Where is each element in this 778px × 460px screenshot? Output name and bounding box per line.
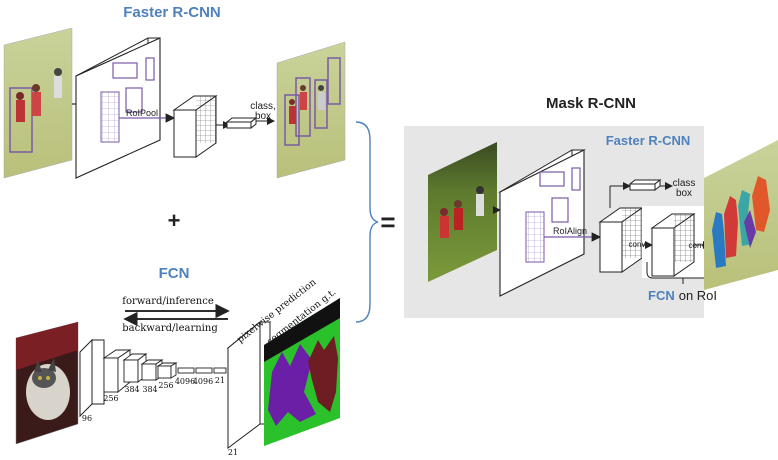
fcn-on-roi-label: FCN on RoI — [648, 288, 717, 303]
mask-output-label-line2: box — [676, 188, 692, 199]
channel-label-8: 21 — [215, 376, 225, 385]
faster-rcnn-input-image — [3, 27, 73, 179]
channel-label-5: 256 — [158, 381, 173, 390]
plus-sign: + — [168, 208, 181, 233]
mask-rcnn-input-image — [428, 142, 497, 282]
mask-rcnn-title: Mask R-CNN — [546, 95, 636, 112]
backward-label: backward/learning — [122, 323, 218, 334]
forward-label: forward/inference — [122, 296, 214, 307]
channel-label-1: 96 — [82, 414, 92, 423]
mask-rcnn-output-image — [704, 140, 778, 290]
channel-label-2: 256 — [103, 394, 118, 403]
fcn-conv-layers — [79, 338, 227, 418]
channel-label-7: 4096 — [193, 377, 213, 386]
faster-rcnn-output-image — [276, 41, 346, 179]
faster-rcnn-roi-feature-cube — [172, 95, 218, 158]
faster-rcnn-backbone-block — [75, 37, 161, 179]
grouping-brace — [355, 121, 379, 323]
faster-rcnn-output-label-line1: class, — [250, 101, 276, 112]
faster-rcnn-fc-vector — [225, 116, 258, 130]
mask-head-feature-cube — [650, 213, 696, 277]
fcn-prediction-slab — [226, 320, 272, 449]
fcn-input-image — [15, 321, 79, 445]
faster-rcnn-output-label-line2: box — [255, 111, 271, 122]
mask-output-label-line1: class — [673, 178, 696, 189]
mask-rcnn-inner-title: Faster R-CNN — [606, 133, 691, 148]
channel-label-6: 4096 — [175, 377, 195, 386]
mask-rcnn-backbone-block — [498, 149, 586, 297]
equals-sign: = — [380, 207, 395, 237]
fcn-title: FCN — [159, 265, 190, 282]
channel-label-3: 384 — [124, 385, 139, 394]
channel-label-4: 384 — [142, 385, 157, 394]
fcn-on-roi-bracket — [646, 262, 704, 279]
fcn-on-roi-suffix: on RoI — [679, 288, 717, 303]
mask-rcnn-fc-vector — [628, 178, 662, 192]
fcn-segmentation-output — [264, 298, 340, 446]
conv-label-2: conv — [689, 241, 706, 250]
roipool-label: RoIPool — [126, 108, 158, 118]
fcn-on-roi-prefix: FCN — [648, 288, 675, 303]
conv-label-1: conv — [629, 240, 646, 249]
faster-rcnn-title: Faster R-CNN — [123, 4, 221, 21]
roialign-label: RoIAlign — [553, 226, 587, 236]
final-channel-label: 21 — [228, 448, 238, 457]
